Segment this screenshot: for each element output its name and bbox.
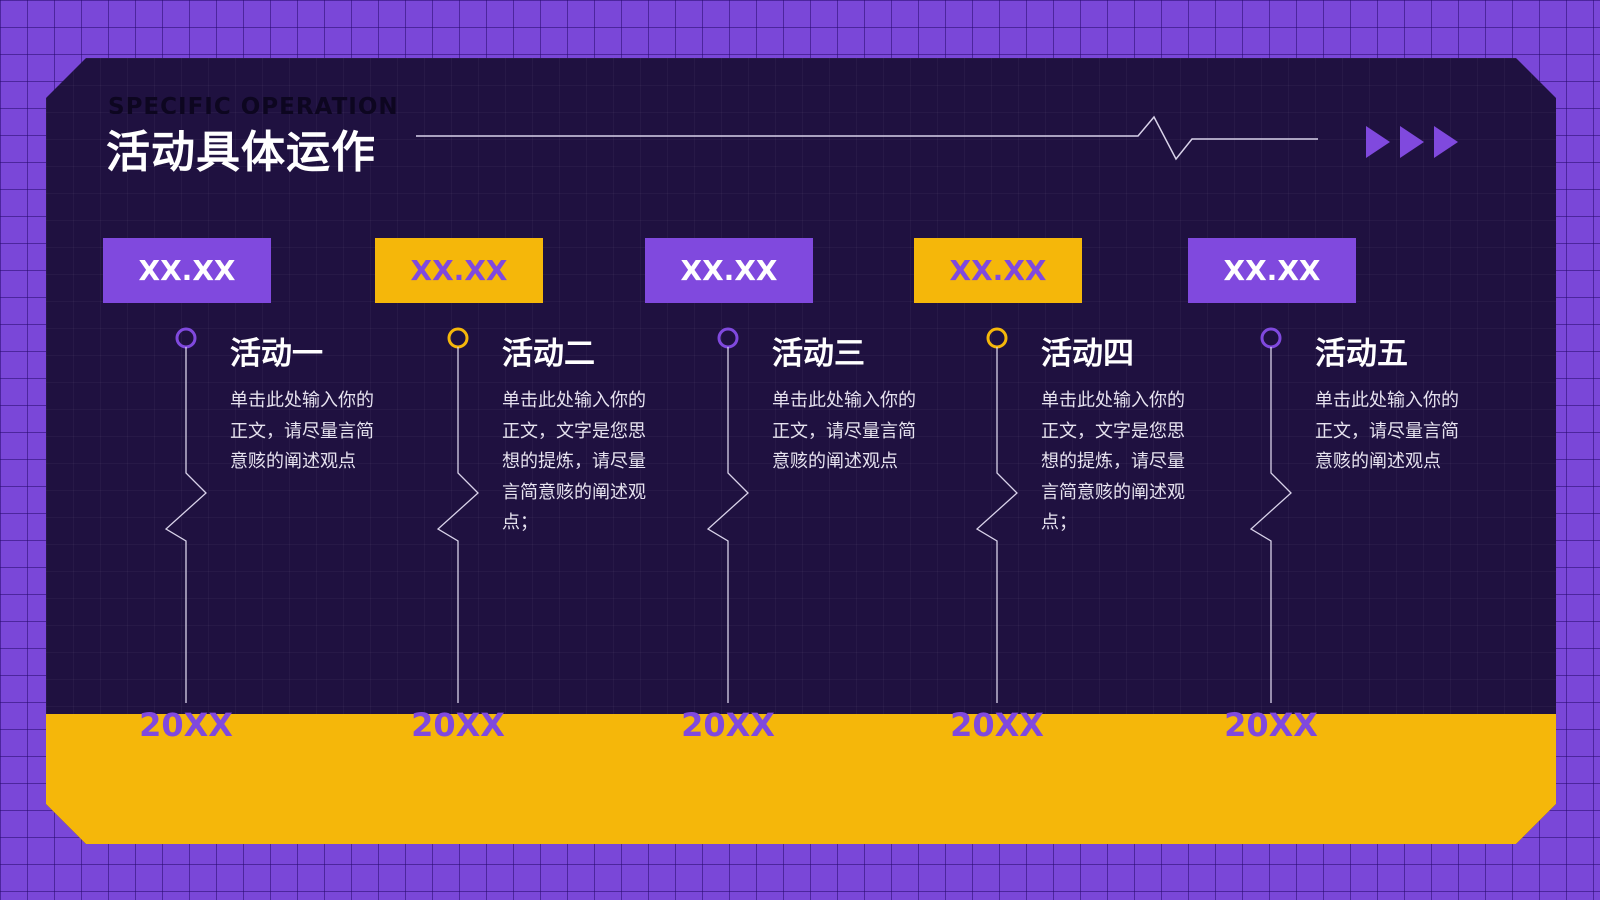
date-tag: XX.XX: [645, 238, 813, 303]
timeline-connector: [1245, 323, 1325, 723]
date-tag: XX.XX: [1188, 238, 1356, 303]
date-tag: XX.XX: [375, 238, 543, 303]
activity-description: 单击此处输入你的正文，文字是您思想的提炼，请尽量言简意赅的阐述观点；: [1041, 390, 1185, 533]
activity-title: 活动三: [772, 336, 865, 372]
activity-title: 活动五: [1315, 336, 1408, 372]
timeline-connector: [160, 323, 240, 723]
timeline-connector: [971, 323, 1051, 723]
year-label: 20XX: [139, 706, 233, 744]
year-label: 20XX: [681, 706, 775, 744]
heartbeat-line-decoration: [416, 113, 1336, 173]
timeline-base-band: [46, 714, 1556, 844]
page-title: 活动具体运作: [106, 127, 376, 178]
activity-description: 单击此处输入你的正文，请尽量言简意赅的阐述观点: [772, 390, 916, 472]
activity-title: 活动四: [1041, 336, 1134, 372]
year-label: 20XX: [950, 706, 1044, 744]
content-panel: SPECIFIC OPERATION 活动具体运作 XX.XX 活动一 单击此处…: [46, 58, 1556, 844]
timeline-connector: [702, 323, 782, 723]
activity-description: 单击此处输入你的正文，请尽量言简意赅的阐述观点: [1315, 390, 1459, 472]
triple-arrow-icon: [1364, 124, 1464, 160]
year-label: 20XX: [1224, 706, 1318, 744]
activity-description: 单击此处输入你的正文，请尽量言简意赅的阐述观点: [230, 390, 374, 472]
page-subtitle: SPECIFIC OPERATION: [108, 94, 399, 114]
activity-description: 单击此处输入你的正文，文字是您思想的提炼，请尽量言简意赅的阐述观点；: [502, 390, 646, 533]
year-label: 20XX: [411, 706, 505, 744]
activity-title: 活动一: [230, 336, 323, 372]
date-tag: XX.XX: [103, 238, 271, 303]
timeline-connector: [432, 323, 512, 723]
activity-title: 活动二: [502, 336, 595, 372]
date-tag: XX.XX: [914, 238, 1082, 303]
